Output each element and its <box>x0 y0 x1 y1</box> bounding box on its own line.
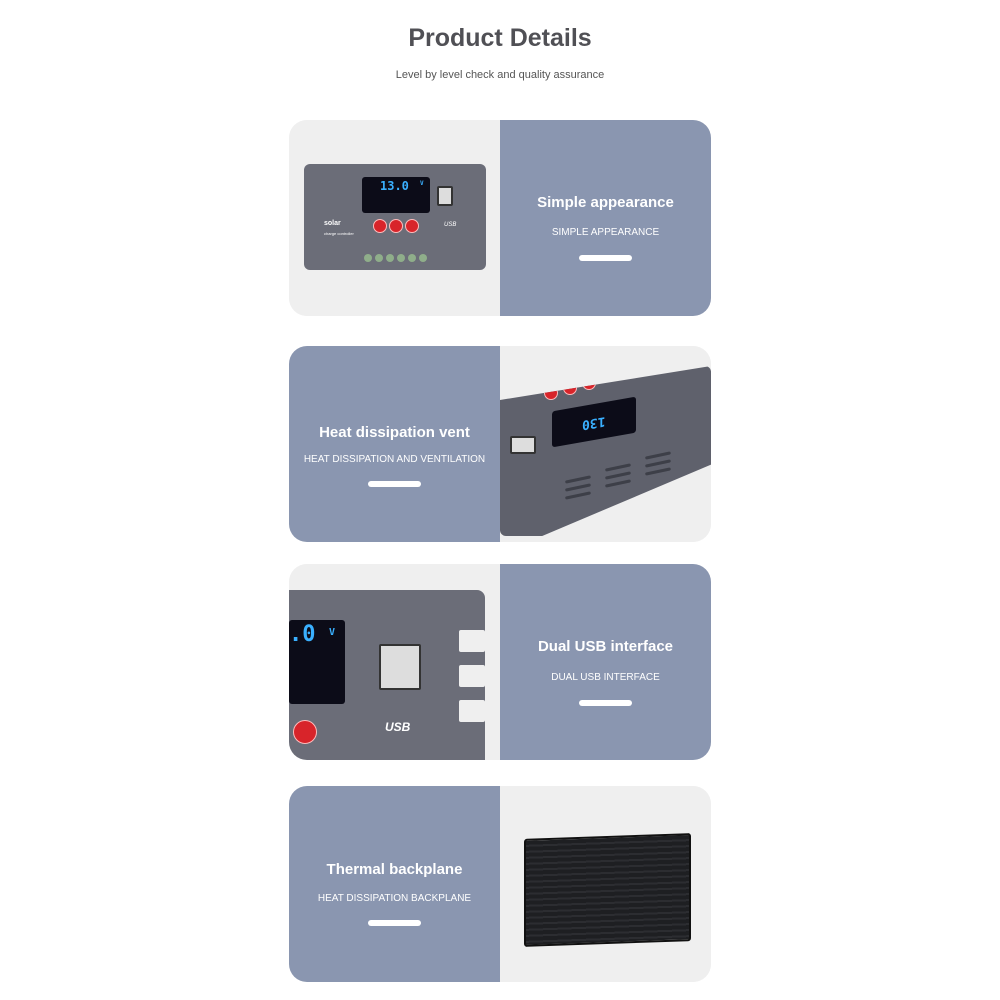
terminal <box>408 254 416 262</box>
feature-card-simple-appearance: 13.0 V solar charge controller USB Simpl… <box>289 120 711 316</box>
control-button <box>389 219 403 233</box>
feature-title: Heat dissipation vent <box>319 424 470 441</box>
control-button <box>373 219 387 233</box>
feature-text-panel: Dual USB interface DUAL USB INTERFACE <box>500 564 711 760</box>
feature-title: Thermal backplane <box>326 861 463 878</box>
divider-bar <box>368 481 421 487</box>
divider-bar <box>579 700 632 706</box>
feature-caption: DUAL USB INTERFACE <box>551 672 660 683</box>
product-image-backplane <box>500 786 711 982</box>
brand-subtext: charge controller <box>324 231 354 236</box>
feature-card-dual-usb: .0 V USB Dual USB interface DUAL USB INT… <box>289 564 711 760</box>
product-image-usb-closeup: .0 V USB <box>289 564 500 760</box>
feature-text-panel: Thermal backplane HEAT DISSIPATION BACKP… <box>289 786 500 982</box>
control-button <box>405 219 419 233</box>
display-reading-partial: .0 <box>289 622 316 647</box>
usb-label: USB <box>385 720 411 734</box>
display-unit: V <box>420 180 424 187</box>
feature-text-panel: Simple appearance SIMPLE APPEARANCE <box>500 120 711 316</box>
terminal <box>364 254 372 262</box>
terminal <box>397 254 405 262</box>
terminal <box>419 254 427 262</box>
feature-card-heat-dissipation-vent: Heat dissipation vent HEAT DISSIPATION A… <box>289 346 711 542</box>
feature-card-thermal-backplane: Thermal backplane HEAT DISSIPATION BACKP… <box>289 786 711 982</box>
lcd-screen: 13.0 V <box>362 177 430 213</box>
brand-text: solar <box>324 220 341 227</box>
terminal <box>375 254 383 262</box>
usb-label: USB <box>444 222 457 228</box>
control-button <box>544 386 558 400</box>
usb-port-icon <box>510 436 536 454</box>
product-image-front: 13.0 V solar charge controller USB <box>289 120 500 316</box>
control-button <box>293 720 317 744</box>
usb-port-icon <box>379 644 421 690</box>
divider-bar <box>368 920 421 926</box>
control-button <box>582 376 596 390</box>
feature-caption: SIMPLE APPEARANCE <box>551 227 660 238</box>
lcd-screen: .0 V <box>289 620 345 704</box>
display-reading-rotated: 130 <box>582 412 606 433</box>
feature-text-panel: Heat dissipation vent HEAT DISSIPATION A… <box>289 346 500 542</box>
feature-caption: HEAT DISSIPATION BACKPLANE <box>317 893 472 904</box>
terminal <box>386 254 394 262</box>
feature-caption: HEAT DISSIPATION AND VENTILATION <box>303 454 486 465</box>
divider-bar <box>579 255 632 261</box>
feature-title: Simple appearance <box>537 194 674 211</box>
backplane-heatsink <box>524 833 691 947</box>
usb-port-icon <box>437 186 453 206</box>
display-reading: 13.0 <box>380 179 409 193</box>
display-unit: V <box>329 627 336 638</box>
page-title: Product Details <box>408 24 592 52</box>
control-button <box>563 381 577 395</box>
product-image-side-vents: 130 <box>500 346 711 542</box>
lcd-screen: 130 <box>552 396 636 448</box>
page-subtitle: Level by level check and quality assuran… <box>395 69 605 81</box>
feature-title: Dual USB interface <box>537 638 674 655</box>
